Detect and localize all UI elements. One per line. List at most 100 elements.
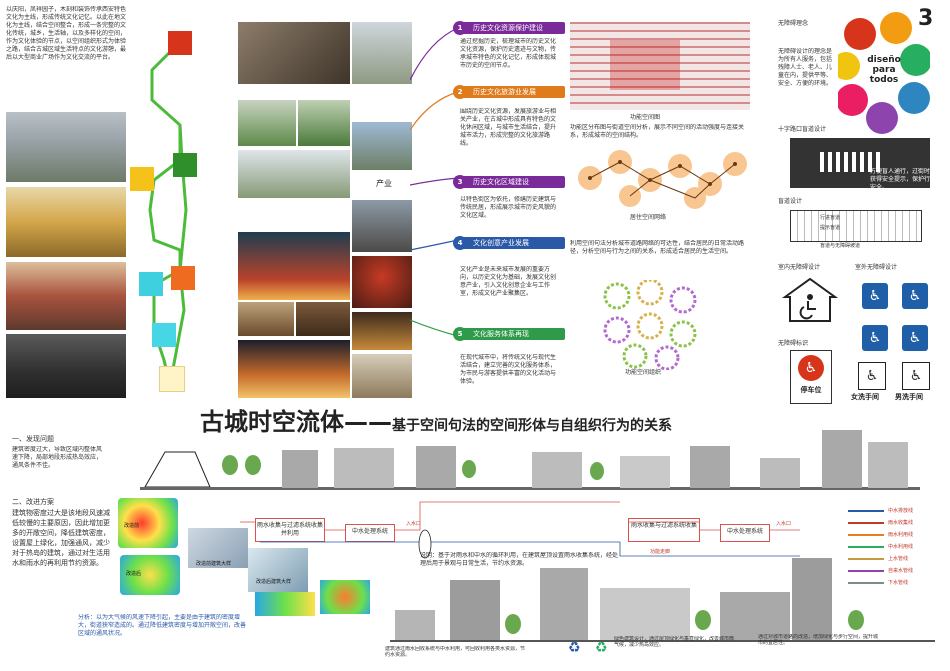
flow-label-corridor: 功能走廊 [650,549,671,555]
photo-city-towers [352,122,412,170]
section-building-2 [334,448,394,488]
residential-network [578,150,747,209]
flow-lines [240,501,800,559]
node-square-red-top [168,31,192,55]
photo-calligraphy [352,354,412,398]
section-building-4 [532,452,582,488]
bottom-building-4 [600,588,690,640]
legend-line-6 [848,570,884,572]
male-restroom-sign: ♿ [902,362,930,390]
bottom-tree-2 [695,610,711,630]
photo-elders [238,22,350,84]
photo-teahouse [352,312,412,350]
universal-design-text: 无障碍设计的理念是为所有人服务，包括残障人士、老人、儿童在内，提供平等、安全、方… [778,48,833,87]
legend-line-5 [848,558,884,560]
indoor-sign-title: 室内无障碍设计 [778,264,821,271]
photo-shopfront [296,302,350,336]
tree-1 [222,455,238,475]
diseno-line-2: para [872,65,896,75]
photo-crowd-square [6,262,126,330]
section-building-8 [822,430,862,488]
parking-sign-icon: ♿ [798,355,824,381]
title-main: 古城时空流体—— [200,408,392,436]
legend-line-4 [848,546,884,548]
photo-buddha-statue [6,187,126,257]
bottom-building-1 [395,610,435,640]
industry-label: 产业 [376,179,392,188]
male-restroom-label: 男洗手间 [895,393,923,401]
building-before-label: 改造前建筑大样 [196,561,232,567]
flow-note: 说明：基于对雨水和中水的循环利用，在建筑屋顶设置雨水收集系统，经处理后用于景观与… [420,552,619,567]
section-4-banner: 4 文化创意产业发展 [453,236,565,250]
legend-label-5: 上水管线 [888,556,909,562]
section-2-banner: 2 历史文化旅游业发展 [453,85,565,99]
section-1-label: 历史文化资源保护建设 [473,24,543,32]
photo-street-market [238,302,294,336]
section-4-number: 4 [453,236,467,250]
photo-old-gate [6,334,126,398]
bottom-building-2 [450,580,500,640]
node-square-yellow [130,167,154,191]
wheelchair-sign-2: ♿ [862,325,888,351]
strategies-heading: 二、改进方案 [12,498,54,506]
network-text: 利用空间句法分析城市道路网络的可达性，结合居民的日常活动路径，分析空间与行为之间… [570,240,745,255]
section-building-6 [690,446,730,488]
photo-square-gate [238,150,350,198]
page-title: 古城时空流体——基于空间句法的空间形体与自组织行为的关系 [200,402,900,437]
wind-before-sim [118,498,178,548]
tactile-title: 盲道设计 [778,198,803,205]
bottom-note-right: 通过对城市道路的改造，增加绿化与步行空间，提升城市的宜居性。 [758,634,878,646]
bottom-tree-3 [848,610,864,630]
section-3-text: 以特色街区为依托，修缮历史建筑与传统民居，形成展示城市历史风貌的文化区域。 [460,196,557,219]
bottom-building-5 [720,592,790,640]
photo-drum [352,256,412,308]
section-5-text: 在现代城市中，将传统文化与现代生活结合，建立完善的文化服务体系，为市民与游客提供… [460,354,557,385]
legend-label-6: 自来水管线 [888,568,914,574]
strategies-text: 建筑物密度过大是该地段风速减低较慢的主要原因，因此增加更多的开敞空间，降低建筑密… [12,509,110,567]
legend-line-1 [848,510,884,512]
flow-box-grey-water-1: 中水处理系统 [345,524,395,542]
accessible-house-icon [781,277,839,322]
legend-label-4: 中水利用线 [888,544,914,550]
wheelchair-sign-1: ♿ [862,283,888,309]
photo-park-2 [298,100,350,146]
section-4-label: 文化创意产业发展 [473,239,529,247]
crossing-stripes [820,152,880,172]
eco-icon: ♻ [595,640,608,656]
flow-box-grey-water-2: 中水处理系统 [720,524,770,542]
photo-night-pavilion [238,232,350,300]
legend-label-3: 雨水利用线 [888,532,914,538]
section-2-text: 围绕历史文化资源，发展旅游业与相关产业，在古城中形成具有特色的文化休闲区域，与城… [460,108,557,147]
photo-street-wall [6,112,126,182]
flow-box-rain-collection-1: 雨水收集与过滤系统收集并利用 [255,518,325,542]
tree-2 [245,455,261,475]
photo-night-street [238,340,350,398]
street-section-top [140,451,920,490]
flow-label-inlet-1: 入水口 [406,521,422,527]
tree-4 [590,462,604,480]
problems-heading: 一、发现问题 [12,435,54,443]
legend-line-3 [848,534,884,536]
diseno-wheel [838,12,930,134]
crossing-text: 方便盲人通行，过街时能获得安全提示，保护行人安全。 [870,168,937,188]
building-after-label: 改造后建筑大样 [256,579,292,585]
tree-3 [462,460,476,478]
building-after-model [248,548,308,592]
bottom-note-mid: 绿色建筑设计，通过屋顶绿化与垂直绿化，改善城市微气候，减少热岛效应。 [614,636,734,648]
photo-statue-plaza [352,22,412,84]
bottom-building-3 [540,568,588,640]
flow-label-inlet-2: 入水口 [776,521,792,527]
diseno-text: diseño para todos [860,55,908,85]
tactile-label-2: 提示盲道 [820,225,841,231]
legend-line-2 [848,522,884,524]
wind-before-sim-2 [320,580,370,614]
section-building-9 [868,442,908,488]
crossing-title: 十字路口盲道设计 [778,126,827,133]
building-before-model [188,528,248,568]
female-restroom-sign: ♿ [858,362,886,390]
section-building-3 [416,446,456,488]
wind-after-sim [120,555,180,595]
female-restroom-label: 女洗手间 [851,393,879,401]
tactile-label-1: 行进盲道 [820,215,841,221]
wind-after-sim-2 [255,592,315,616]
